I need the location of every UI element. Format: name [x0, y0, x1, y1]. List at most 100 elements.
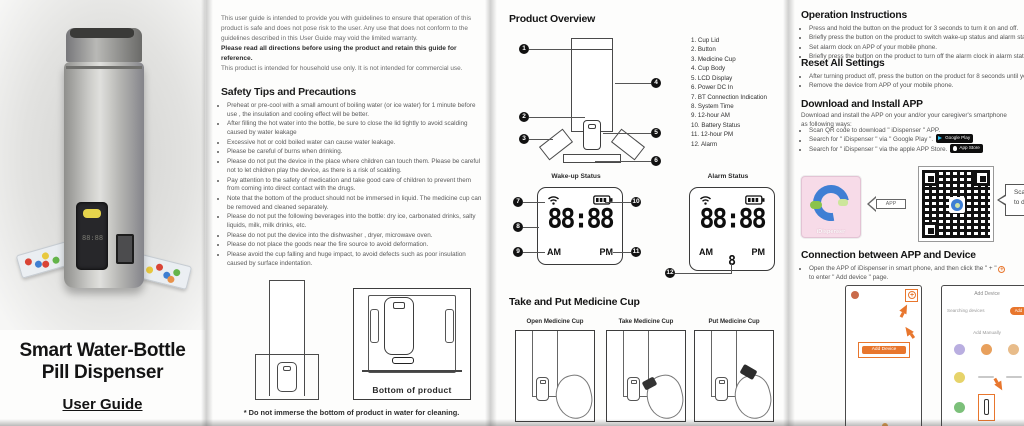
battery-icon [745, 195, 765, 205]
category-icon [1008, 344, 1019, 355]
side-tab-left [370, 309, 379, 343]
category-text-lines [1006, 376, 1022, 378]
wakeup-lcd: 88:88 AM PM [537, 187, 623, 265]
category-icon [981, 344, 992, 355]
add-device-page-title: Add Device [974, 291, 1000, 297]
safety-item: Please do not put the device in the plac… [227, 158, 485, 175]
add-device-button-image: Add Device [862, 346, 906, 354]
orange-arrow-icon [994, 380, 1006, 393]
operation-page: Operation Instructions Press and hold th… [795, 0, 1024, 426]
bottle-image: 88:88 [15, 28, 193, 290]
diagram-base [563, 154, 621, 163]
operation-item: Briefly press the button on the product … [809, 52, 1024, 61]
download-item: Search for " iDispenser " via " Google P… [809, 134, 983, 145]
category-icon [954, 402, 965, 413]
callout-line [605, 202, 631, 203]
reset-item: Remove the device from APP of your mobil… [809, 81, 1024, 90]
pill [51, 255, 61, 265]
part-item: 6. Power DC In [691, 84, 733, 92]
bottle-dispenser-panel: 88:88 [76, 202, 108, 270]
part-item: 7. BT Connection Indication [691, 93, 767, 101]
lever-outline [392, 357, 414, 364]
download-intro-line1: Download and install the APP on your and… [801, 112, 1007, 119]
phone-screenshot-add-device: Add Device Searching devices Add Add Man… [941, 285, 1024, 426]
qr-finder-pattern [922, 222, 938, 238]
download-list: Scan QR code to download " iDispenser " … [809, 126, 983, 155]
callout-line [595, 161, 651, 162]
wakeup-status-label: Wake-up Status [551, 173, 601, 180]
callout-line [529, 117, 585, 118]
orange-arrow-icon [902, 324, 914, 337]
home-indicator [882, 423, 888, 426]
phone-screenshot-home: + Add Device [845, 285, 922, 426]
category-icon [954, 344, 965, 355]
callout-5: 5 [651, 128, 661, 138]
bottom-of-product-figure: Bottom of product [221, 278, 483, 400]
bottom-detail-box: Bottom of product [353, 288, 471, 400]
safety-item: Please do not place the goods near the f… [227, 241, 485, 250]
safety-item: Please avoid the cup falling and huge im… [227, 251, 485, 268]
intro-p3: This product is intended for household u… [221, 65, 463, 73]
step-figure-take [606, 330, 686, 422]
title-line2: Pill Dispenser [41, 362, 164, 384]
callout-10: 10 [631, 197, 641, 207]
searching-devices-text: Searching devices [947, 308, 985, 313]
pill [24, 257, 33, 267]
step-figure-open [515, 330, 595, 422]
door-outline [384, 297, 414, 355]
download-item: Scan QR code to download " iDispenser " … [809, 126, 983, 135]
part-item: 3. Medicine Cup [691, 55, 736, 63]
fold-shadow [485, 0, 497, 426]
app-logo-leaf2 [838, 199, 848, 206]
idispenser-app-icon: iDispenser [801, 176, 861, 238]
callout-line [731, 264, 732, 274]
callout-line [675, 273, 731, 274]
bottom-of-product-label: Bottom of product [372, 385, 452, 395]
safety-item: Please do not put the device into the di… [227, 232, 485, 241]
alarm-digit: 8 [728, 254, 736, 269]
safety-item: Preheat or pre-cool with a small amount … [227, 102, 485, 119]
connection-item: Open the APP of iDispenser in smart phon… [809, 264, 1024, 283]
product-photo: 88:88 [0, 0, 205, 330]
callout-1: 1 [519, 44, 529, 54]
connection-text-line1: Open the APP of iDispenser in smart phon… [809, 265, 997, 272]
qr-finder-pattern [922, 170, 938, 186]
bubble-line2: to download [1014, 198, 1024, 206]
system-time-display: 88:88 [547, 203, 614, 234]
side-tab-right [445, 309, 454, 343]
callout-9: 9 [513, 247, 523, 257]
bottle-lid-top [70, 28, 134, 38]
step-label-open: Open Medicine Cup [526, 318, 584, 325]
part-item: 12. Alarm [691, 140, 718, 148]
callout-12: 12 [665, 268, 675, 278]
add-plus-icon: + [998, 266, 1006, 273]
safety-heading: Safety Tips and Precautions [221, 86, 357, 98]
callout-line [529, 139, 553, 140]
operation-item: Set alarm clock on APP of your mobile ph… [809, 43, 1024, 52]
qr-center-logo [949, 197, 965, 213]
system-time-display: 88:88 [699, 203, 766, 234]
app-arrow-label: APP [876, 199, 906, 209]
download-item: Search for " iDispenser " via the apple … [809, 144, 983, 155]
pm-indicator: PM [751, 247, 766, 257]
part-item: 9. 12-hour AM [691, 112, 730, 120]
part-item: 5. LCD Display [691, 74, 733, 82]
profile-icon [851, 291, 859, 299]
callout-line [613, 252, 631, 253]
safety-item: Note that the bottom of the product shou… [227, 195, 485, 212]
bottle-band [66, 66, 142, 69]
pill [172, 268, 181, 277]
bt-connection-icon [548, 196, 559, 205]
callout-line [523, 252, 545, 253]
product-title: Smart Water-Bottle Pill Dispenser [0, 340, 205, 385]
pill [145, 265, 154, 275]
operation-list: Press and hold the button on the product… [809, 24, 1024, 62]
step-label-put: Put Medicine Cup [708, 318, 760, 325]
part-item: 11. 12-hour PM [691, 131, 734, 139]
download-intro: Download and install the APP on your and… [801, 111, 1024, 129]
dispenser-item-highlight [978, 394, 995, 421]
qr-finder-pattern [974, 170, 990, 186]
scan-qr-bubble: Scan QR code to download [997, 184, 1024, 216]
diagram-lcd [583, 120, 601, 150]
